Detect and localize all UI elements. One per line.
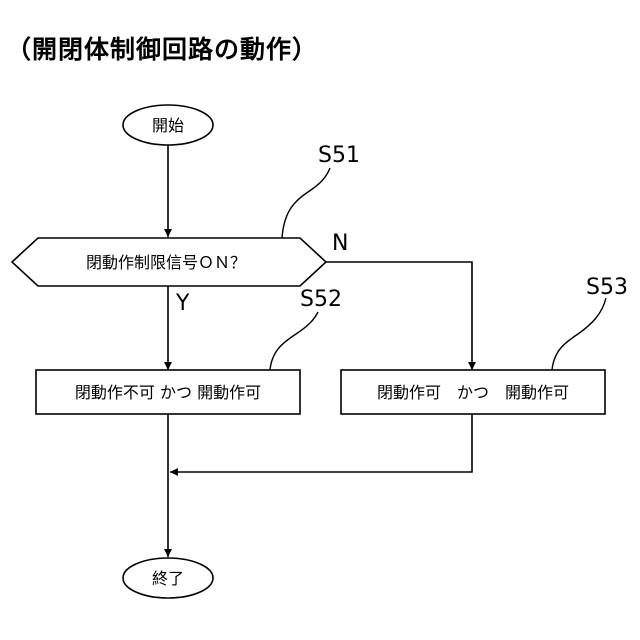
leader-s51 — [282, 168, 330, 238]
leader-s52 — [270, 312, 318, 370]
process-box-left-label: 閉動作不可 かつ 開動作可 — [75, 383, 261, 402]
step-ref-s51: S51 — [318, 143, 360, 168]
no-branch-label: N — [332, 231, 348, 256]
step-ref-s52: S52 — [300, 287, 342, 312]
decision-label: 閉動作制限信号ＯＮ？ — [86, 253, 246, 272]
process-box-right-label: 閉動作可 かつ 開動作可 — [377, 383, 569, 402]
step-ref-s53: S53 — [586, 275, 628, 300]
start-label: 開始 — [152, 116, 184, 135]
end-label: 終了 — [152, 569, 184, 588]
yes-branch-label: Y — [175, 291, 190, 316]
leader-s53 — [552, 298, 606, 370]
flow-right-to-merge — [170, 414, 472, 472]
flow-no-branch — [326, 262, 472, 370]
